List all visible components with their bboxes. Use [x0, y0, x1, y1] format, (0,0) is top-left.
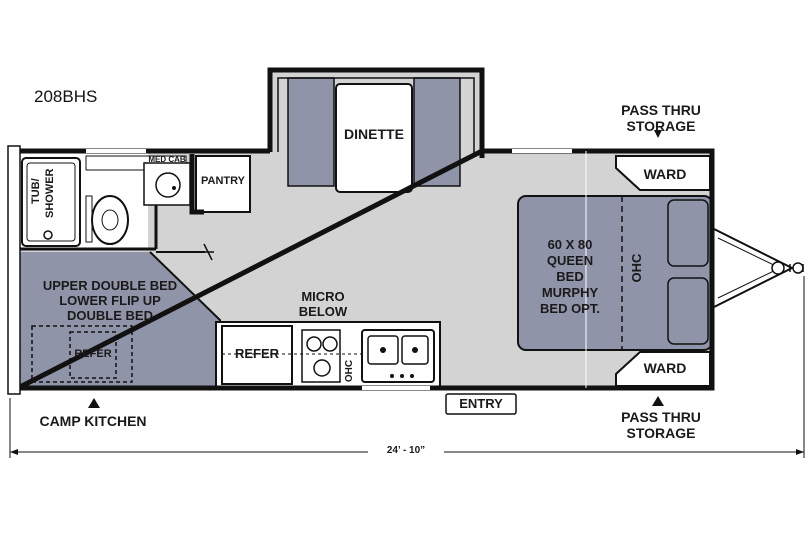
pantry-label: PANTRY [201, 175, 245, 187]
bed-label-line-1: 60 X 80 [547, 237, 593, 252]
entry-door [445, 393, 517, 415]
hitch-ball [789, 264, 804, 272]
bed-label-line-5: BED OPT. [540, 301, 600, 316]
dimension-arrow-right [796, 449, 804, 455]
ward-bottom-label: WARD [643, 360, 687, 376]
bed-label-line-3: BED [556, 269, 584, 284]
bath-sink [155, 172, 181, 198]
bed-label-line-2: QUEEN [546, 253, 594, 268]
door-handle [200, 243, 214, 261]
sink-basin-1 [367, 335, 399, 365]
sink-drain-1 [380, 347, 386, 353]
pass-thru-top-line-1: PASS THRU [621, 102, 701, 118]
entry-label: ENTRY [459, 396, 503, 411]
camp-kitchen-outline [31, 325, 133, 383]
dinette-bench-right [413, 77, 461, 187]
refer-box [221, 325, 293, 385]
bunk-label-line-3: DOUBLE BED [67, 308, 153, 323]
sink-drain-2 [412, 347, 418, 353]
outdoor-refer-outline [69, 331, 117, 379]
bath-sink-drain [172, 186, 176, 190]
outdoor-refer-label: REFER [74, 348, 112, 360]
window-front [512, 149, 572, 153]
dinette-label: DINETTE [344, 126, 404, 142]
pillow-bottom [667, 277, 709, 345]
bed-label-line-4: MURPHY [541, 285, 599, 300]
tub-shower [21, 157, 81, 247]
pillow-top [667, 199, 709, 267]
window-rear [86, 149, 146, 153]
kitchen-ohc-label: OHC [344, 359, 355, 383]
bunk-area [18, 252, 220, 388]
window-kitchen [362, 386, 430, 390]
dinette-table [335, 83, 413, 193]
slideout-inner-wall [277, 77, 475, 156]
micro-label-line-1: MICRO [301, 289, 345, 304]
burner-1 [306, 336, 322, 352]
tub-shower-label-line-1: TUB/ [30, 178, 42, 204]
pass-thru-top-arrow [654, 130, 662, 138]
tub-shower-label-line-2: SHOWER [44, 169, 56, 219]
camp-kitchen-arrow [88, 398, 100, 408]
hitch-coupler [792, 262, 804, 274]
bed-ohc-label: OHC [629, 253, 644, 283]
faucet-2 [400, 374, 404, 378]
pass-thru-bottom-line-1: PASS THRU [621, 409, 701, 425]
burner-3 [313, 359, 331, 377]
pantry-wall [189, 154, 204, 215]
pass-thru-bottom-arrow [652, 396, 664, 406]
med-cab-label: MED CAB [148, 155, 186, 164]
hitch-tongue [711, 227, 795, 309]
rear-bumper [7, 145, 21, 395]
pantry [195, 155, 251, 213]
overall-length: 24’ - 10” [368, 445, 444, 457]
model-name: 208BHS [34, 87, 98, 106]
dimension-arrow-left [10, 449, 18, 455]
kitchen-refer-label: REFER [234, 346, 280, 361]
burner-2 [322, 336, 338, 352]
ward-top-label: WARD [643, 166, 687, 182]
slideout-wall [267, 67, 485, 158]
tub-drain [43, 230, 53, 240]
hitch-jack [771, 261, 785, 275]
toilet-seat [101, 209, 119, 231]
bunk-label-line-1: UPPER DOUBLE BED [42, 278, 178, 293]
faucet-3 [410, 374, 414, 378]
sink-basin-2 [401, 335, 429, 365]
bunk-label-line-2: LOWER FLIP UP [59, 293, 161, 308]
camp-kitchen-label: CAMP KITCHEN [39, 413, 147, 429]
pass-thru-top-line-2: STORAGE [626, 118, 696, 134]
wardrobe-top [615, 155, 711, 191]
micro-label-line-2: BELOW [298, 304, 348, 319]
dinette-bench-left [287, 77, 335, 187]
faucet-1 [390, 374, 394, 378]
toilet-bowl [91, 195, 129, 245]
tub-shower-inner [26, 162, 76, 242]
pass-thru-bottom-line-2: STORAGE [626, 425, 696, 441]
